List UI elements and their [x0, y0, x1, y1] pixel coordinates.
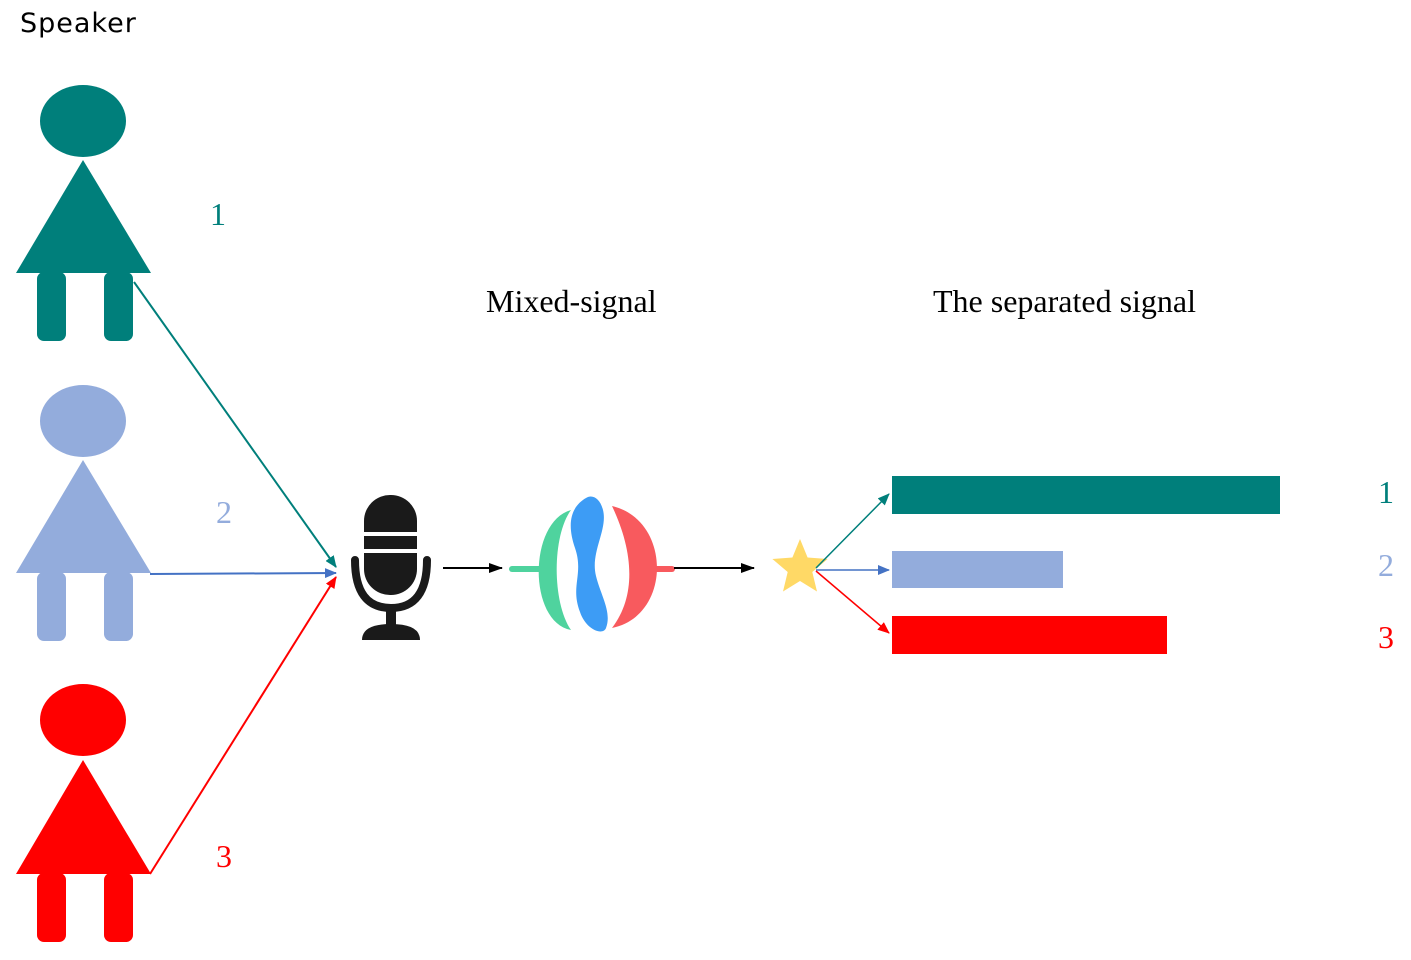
arrow-speaker-1-to-mic [133, 281, 337, 568]
output-bar-1 [892, 476, 1280, 514]
arrow-star-to-output-3 [815, 570, 890, 634]
separator-logo-icon [509, 496, 675, 632]
output-bar-2 [892, 551, 1063, 588]
arrow-speaker-3-to-mic [149, 576, 337, 875]
speaker-3-figure [16, 684, 151, 942]
speaker-3-number: 3 [216, 838, 232, 874]
speaker-3-leg-right [104, 873, 133, 942]
output-1-number: 1 [1378, 474, 1394, 510]
speaker-1-head [40, 85, 126, 157]
speaker-2-body [16, 460, 151, 573]
speaker-2-number: 2 [216, 494, 232, 530]
speaker-1-leg-left [37, 272, 66, 341]
speaker-3-body [16, 760, 151, 874]
star-icon [772, 539, 828, 592]
output-3-number: 3 [1378, 619, 1394, 655]
speaker-heading: Speaker [20, 8, 137, 39]
speaker-1-figure [16, 85, 151, 341]
speaker-2-head [40, 385, 126, 457]
speaker-3-leg-left [37, 873, 66, 942]
speaker-1-body [16, 160, 151, 273]
output-bar-3 [892, 616, 1167, 654]
speaker-2-leg-right [104, 572, 133, 641]
speaker-1-leg-right [104, 272, 133, 341]
output-2-number: 2 [1378, 547, 1394, 583]
speaker-2-figure [16, 385, 151, 641]
arrow-star-to-output-1 [815, 493, 890, 569]
speaker-3-head [40, 684, 126, 756]
arrow-speaker-2-to-mic [149, 568, 337, 579]
speaker-1-number: 1 [210, 196, 226, 232]
mixed-signal-label: Mixed-signal [486, 283, 657, 319]
separated-signal-label: The separated signal [933, 283, 1196, 319]
speaker-2-leg-left [37, 572, 66, 641]
microphone-icon [351, 495, 431, 640]
